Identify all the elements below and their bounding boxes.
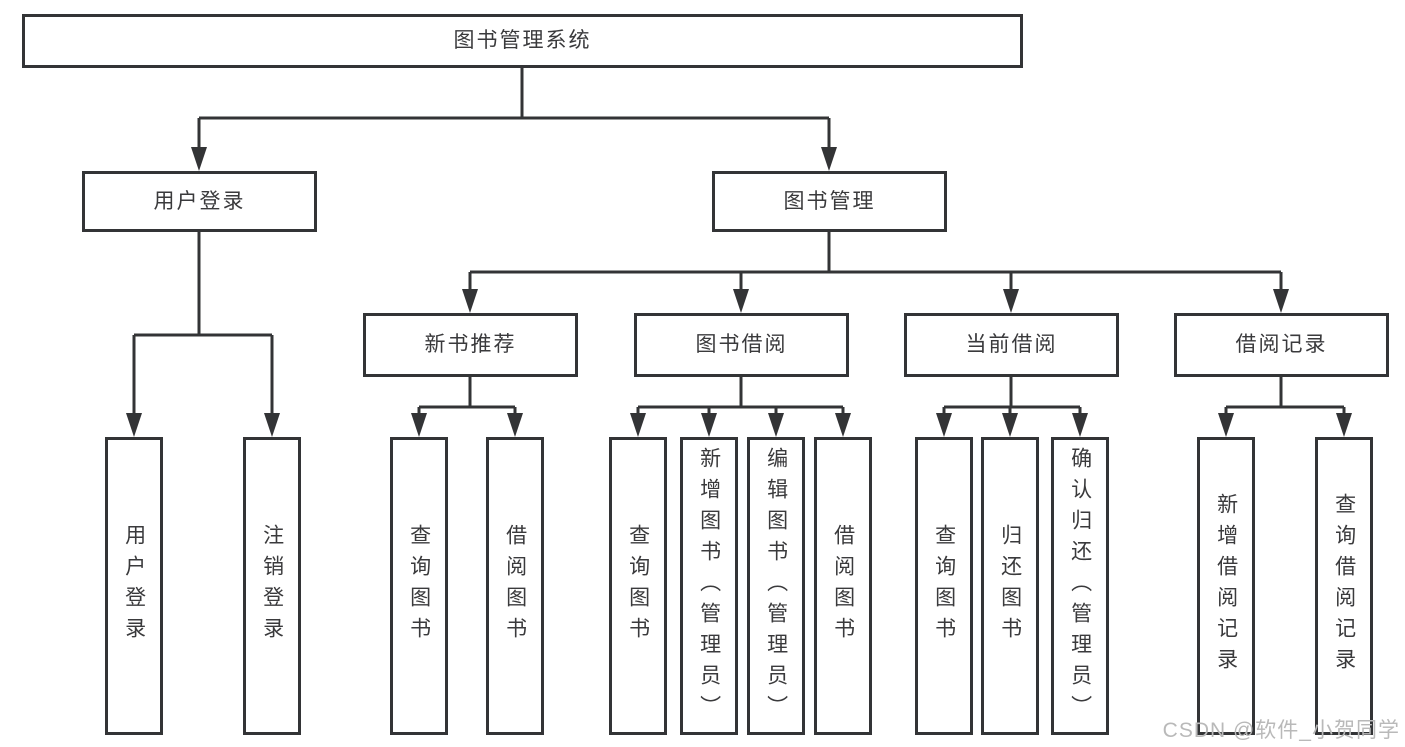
leaf-return-books: 归还图书 <box>981 437 1039 735</box>
leaf-borrow-books: 借阅图书 <box>814 437 872 735</box>
node-book-borrow: 图书借阅 <box>634 313 849 377</box>
node-new-book-recommend: 新书推荐 <box>363 313 578 377</box>
leaf-recommend-borrow-books: 借阅图书 <box>486 437 544 735</box>
node-borrow-records: 借阅记录 <box>1174 313 1389 377</box>
leaf-logout: 注销登录 <box>243 437 301 735</box>
leaf-current-query-books: 查询图书 <box>915 437 973 735</box>
csdn-watermark: CSDN @软件_小贺同学 <box>1162 719 1400 742</box>
leaf-add-borrow-record: 新增借阅记录 <box>1197 437 1255 735</box>
leaf-query-borrow-record: 查询借阅记录 <box>1315 437 1373 735</box>
leaf-edit-books-admin: 编辑图书（管理员） <box>747 437 805 735</box>
leaf-user-login: 用户登录 <box>105 437 163 735</box>
leaf-borrow-query-books: 查询图书 <box>609 437 667 735</box>
leaf-add-books-admin: 新增图书（管理员） <box>680 437 738 735</box>
node-root-library-system: 图书管理系统 <box>22 14 1023 68</box>
node-user-login-branch: 用户登录 <box>82 171 317 232</box>
leaf-confirm-return-admin: 确认归还（管理员） <box>1051 437 1109 735</box>
node-book-management-branch: 图书管理 <box>712 171 947 232</box>
leaf-recommend-query-books: 查询图书 <box>390 437 448 735</box>
node-current-borrow: 当前借阅 <box>904 313 1119 377</box>
